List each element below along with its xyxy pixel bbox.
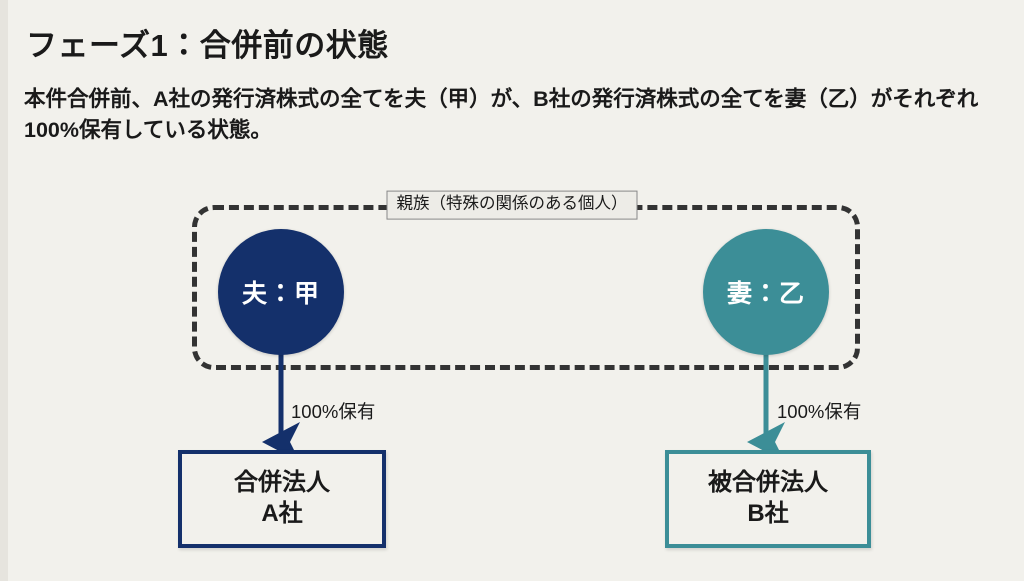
slide-left-edge-strip bbox=[0, 0, 8, 581]
person-node-husband[interactable]: 夫：甲 bbox=[218, 229, 344, 355]
company-node-a[interactable]: 合併法人 A社 bbox=[178, 450, 386, 548]
page-title: フェーズ1：合併前の状態 bbox=[26, 28, 389, 63]
company-role-label-a: 合併法人 bbox=[234, 469, 330, 497]
person-node-wife[interactable]: 妻：乙 bbox=[703, 229, 829, 355]
ownership-label-company-a: 100%保有 bbox=[291, 401, 376, 422]
person-label-husband: 夫：甲 bbox=[241, 280, 320, 308]
ownership-label-company-b: 100%保有 bbox=[777, 401, 862, 422]
person-label-wife: 妻：乙 bbox=[726, 280, 805, 308]
page-description: 本件合併前、A社の発行済株式の全てを夫（甲）が、B社の発行済株式の全てを妻（乙）… bbox=[24, 87, 979, 143]
company-node-b[interactable]: 被合併法人 B社 bbox=[665, 450, 871, 548]
company-entity-label-b: B社 bbox=[747, 500, 789, 527]
family-group-label: 親族（特殊の関係のある個人） bbox=[386, 190, 638, 220]
company-entity-label-a: A社 bbox=[261, 500, 303, 527]
company-role-label-b: 被合併法人 bbox=[708, 469, 828, 497]
